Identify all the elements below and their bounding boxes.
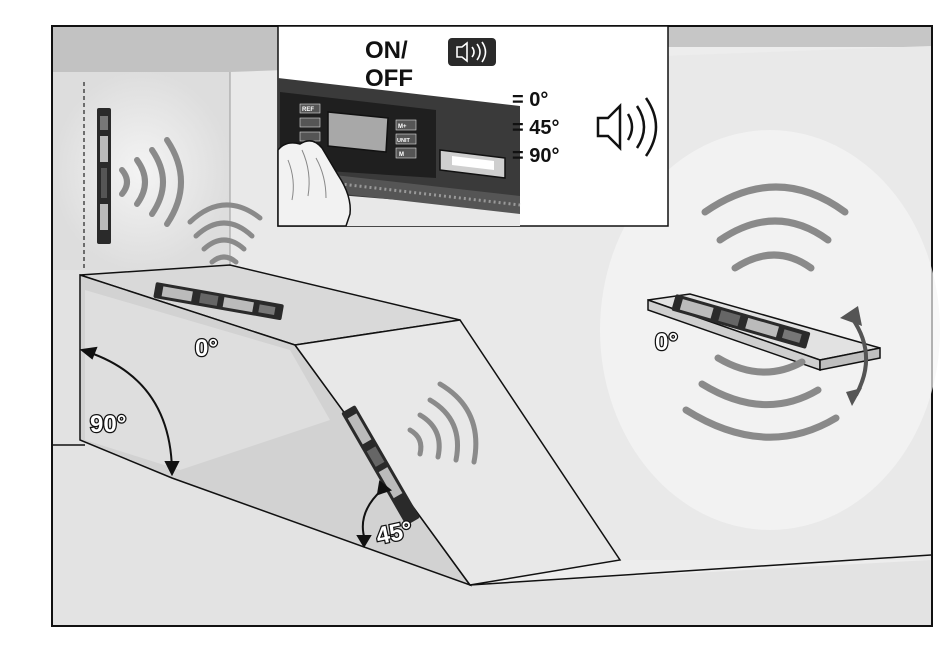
ceiling-left bbox=[53, 27, 280, 72]
angle-list-0: = 0° bbox=[512, 89, 548, 111]
power-label-line2: OFF bbox=[365, 65, 413, 92]
memory-button: M bbox=[399, 152, 404, 158]
device-display bbox=[328, 112, 388, 152]
wall-angle-label: 90° bbox=[90, 411, 126, 438]
ref-button: REF bbox=[302, 107, 314, 113]
memory-plus-button: M+ bbox=[398, 124, 407, 130]
spirit-level-icon bbox=[97, 108, 111, 244]
angle-list-45: = 45° bbox=[512, 117, 559, 139]
speaker-wave-icon bbox=[448, 38, 496, 66]
inset-panel: REF M+ UNIT M ON/ OFF = 0° = 45° = 90° bbox=[278, 26, 668, 226]
unit-button: UNIT bbox=[397, 138, 410, 144]
shelf-angle-label: 0° bbox=[655, 329, 678, 356]
power-label-line1: ON/ bbox=[365, 37, 408, 64]
angle-list-90: = 90° bbox=[512, 145, 559, 167]
surface-angle-label: 0° bbox=[195, 335, 218, 362]
